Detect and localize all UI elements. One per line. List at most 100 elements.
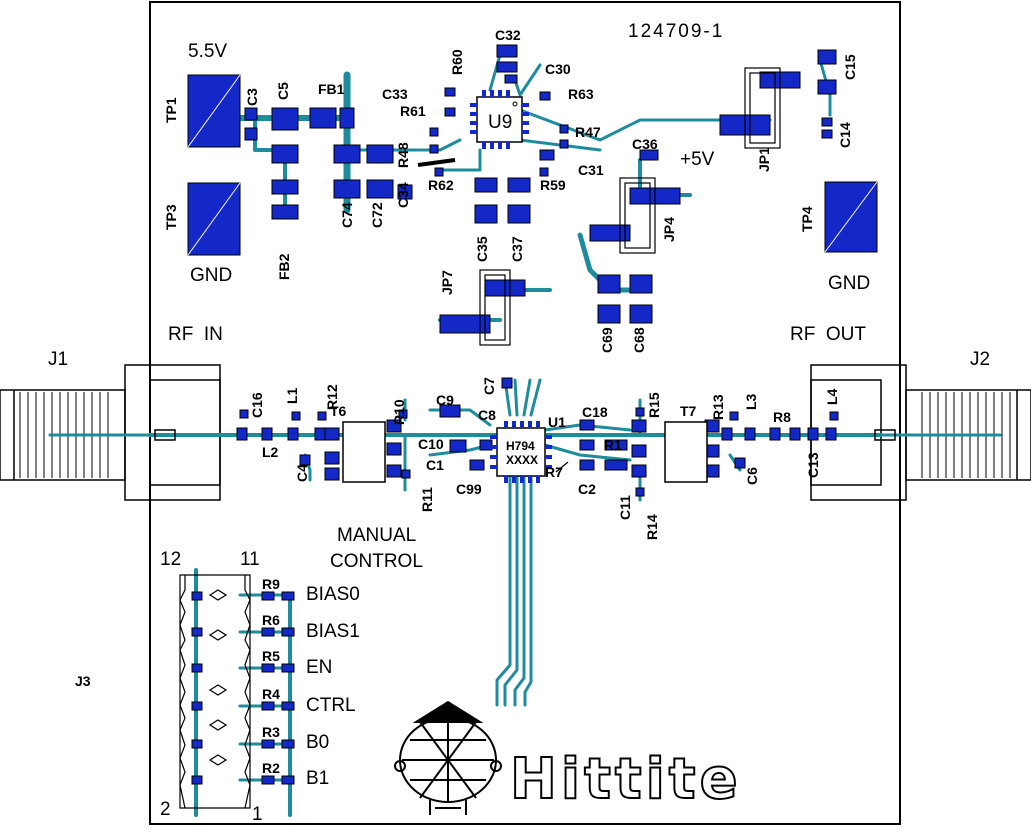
j3-header-outline	[179, 574, 251, 809]
refdes-c37: C37	[509, 236, 525, 262]
refdes-l3: L3	[743, 393, 759, 410]
refdes-fb1: FB1	[318, 81, 345, 97]
control-resistor-r6: R6	[262, 612, 280, 628]
refdes-tp1: TP1	[163, 97, 179, 123]
refdes-c4: C4	[294, 464, 310, 482]
refdes-c15: C15	[842, 54, 858, 80]
u1-label: U1	[548, 414, 566, 430]
u1-marking-1: H794	[506, 439, 535, 453]
refdes-r59: R59	[540, 177, 566, 193]
gnd-right-label: GND	[828, 273, 871, 294]
t7-outline	[664, 421, 708, 483]
refdes-fb2: FB2	[276, 253, 292, 280]
refdes-jp4: JP4	[661, 217, 677, 242]
refdes-c5: C5	[275, 82, 291, 100]
j3-label: J3	[75, 673, 91, 689]
refdes-tp3: TP3	[163, 204, 179, 230]
refdes-r47: R47	[575, 124, 601, 140]
refdes-c9: C9	[436, 392, 454, 408]
u1-marking-2: XXXX	[506, 453, 539, 467]
refdes-c33: C33	[382, 86, 408, 102]
control-resistor-r5: R5	[262, 648, 280, 664]
control-resistor-r9: R9	[262, 576, 280, 592]
refdes-r60: R60	[449, 49, 465, 75]
refdes-r15: R15	[646, 392, 662, 418]
j1-sma-connector	[0, 364, 221, 501]
refdes-c8: C8	[478, 407, 496, 423]
refdes-c30: C30	[545, 61, 571, 77]
control-signal-ctrl: CTRL	[306, 695, 356, 716]
aux-supply-label: +5V	[680, 149, 715, 170]
j2-label: J2	[970, 349, 991, 370]
refdes-l1: L1	[284, 387, 300, 404]
header-pin-11-label: 11	[240, 549, 260, 570]
u1-package	[490, 421, 552, 483]
rf-in-center-pin	[154, 429, 176, 441]
refdes-c10: C10	[418, 436, 444, 452]
refdes-c74: C74	[339, 202, 355, 228]
refdes-r8: R8	[773, 409, 791, 425]
refdes-r10: R10	[391, 399, 407, 425]
refdes-c18: C18	[582, 404, 608, 420]
refdes-c34: C34	[395, 182, 411, 208]
control-resistor-r3: R3	[262, 724, 280, 740]
refdes-r7: R7	[545, 464, 563, 480]
refdes-c69: C69	[599, 327, 615, 353]
j1-label: J1	[48, 349, 69, 370]
refdes-r13: R13	[710, 394, 726, 420]
refdes-l2: L2	[262, 444, 279, 460]
control-resistor-r2: R2	[262, 760, 280, 776]
refdes-c99: C99	[456, 481, 482, 497]
refdes-c14: C14	[837, 122, 853, 148]
refdes-c32: C32	[495, 27, 521, 43]
j2-sma-connector	[810, 364, 1031, 501]
refdes-c7: C7	[481, 377, 497, 395]
refdes-r11: R11	[419, 487, 435, 512]
refdes-r62: R62	[428, 177, 454, 193]
control-resistor-r4: R4	[262, 686, 280, 702]
refdes-r14: R14	[644, 514, 660, 540]
hittite-logo-wordmark: Hittite	[510, 747, 742, 812]
refdes-t6: T6	[330, 403, 347, 419]
rf-out-label: RF OUT	[790, 324, 866, 345]
refdes-jp7: JP7	[439, 270, 455, 295]
pad-hatching	[187, 74, 878, 256]
part-number: 124709-1	[628, 21, 725, 42]
manual-control-line2: CONTROL	[330, 551, 423, 572]
u9-package	[470, 90, 529, 149]
refdes-c36: C36	[632, 136, 658, 152]
rf-out-center-pin	[874, 429, 896, 441]
refdes-c68: C68	[631, 327, 647, 353]
u9-jumper-line	[417, 158, 456, 167]
refdes-r63: R63	[568, 86, 594, 102]
refdes-c13: C13	[805, 452, 821, 478]
refdes-c1: C1	[426, 457, 444, 473]
copper-pads	[187, 44, 878, 785]
header-pin-12-label: 12	[160, 549, 182, 570]
gnd-left-label: GND	[190, 265, 233, 286]
header-pin-1-label: 1	[252, 804, 263, 825]
control-signal-b1: B1	[306, 768, 330, 789]
refdes-c35: C35	[474, 236, 490, 262]
refdes-r61: R61	[400, 103, 426, 119]
header-pin-2-label: 2	[160, 799, 171, 820]
hittite-logo-emblem	[394, 700, 502, 815]
r7-silk-line	[555, 461, 569, 473]
refdes-c31: C31	[578, 162, 604, 178]
control-signal-b0: B0	[306, 732, 330, 753]
control-signal-en: EN	[306, 657, 333, 678]
refdes-c3: C3	[244, 88, 260, 106]
refdes-r12: R12	[324, 384, 340, 410]
refdes-r1: R1	[604, 437, 622, 453]
t6-outline	[342, 421, 386, 483]
refdes-c6: C6	[744, 467, 760, 485]
refdes-c11: C11	[617, 495, 633, 520]
refdes-l4: L4	[824, 388, 840, 405]
manual-control-line1: MANUAL	[337, 525, 417, 546]
refdes-tp4: TP4	[799, 206, 815, 232]
supply-label: 5.5V	[188, 41, 228, 62]
refdes-t7: T7	[680, 403, 697, 419]
refdes-r48: R48	[395, 142, 411, 168]
jumper-outlines	[479, 67, 781, 346]
